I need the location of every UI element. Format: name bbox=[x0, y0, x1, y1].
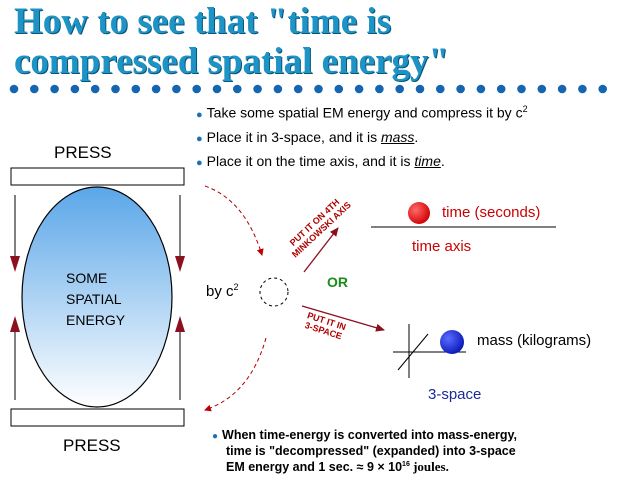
arrow-to-time bbox=[303, 227, 339, 273]
separator-dot bbox=[192, 84, 201, 94]
time-axis-label: time axis bbox=[412, 238, 472, 255]
separator-dot bbox=[172, 84, 181, 94]
separator-dot bbox=[233, 84, 242, 94]
separator-dot bbox=[70, 84, 80, 94]
separator-dot bbox=[496, 84, 506, 94]
compression-arrow-heads bbox=[10, 256, 185, 332]
press-plate-top bbox=[10, 167, 185, 186]
three-space-label: 3-space bbox=[428, 386, 482, 403]
dashed-arrow-bottom bbox=[204, 337, 267, 412]
separator-dot bbox=[476, 84, 486, 94]
mass-sphere-icon bbox=[440, 330, 464, 354]
compression-arrows bbox=[14, 195, 181, 400]
time-sphere-icon bbox=[408, 202, 430, 224]
compressed-energy-circle bbox=[259, 277, 289, 307]
bullet-item-compress: ●Take some spatial EM energy and compres… bbox=[196, 104, 528, 121]
bullet-item-time: ●Place it on the time axis, and it is ti… bbox=[196, 152, 445, 169]
or-label: OR bbox=[327, 274, 348, 290]
separator-dot bbox=[151, 84, 161, 94]
press-label-bottom: PRESS bbox=[63, 436, 121, 455]
bottom-note: ●When time-energy is converted into mass… bbox=[212, 428, 518, 475]
separator-dot bbox=[517, 84, 526, 94]
press-plate-bottom bbox=[10, 408, 185, 427]
title-line-1: How to see that "time is bbox=[14, 1, 392, 42]
by-c-squared-label: by c2 bbox=[206, 282, 239, 300]
bullet-icon: ● bbox=[212, 431, 219, 442]
separator-dot bbox=[50, 84, 59, 94]
separator-dot bbox=[456, 84, 465, 94]
time-seconds-label: time (seconds) bbox=[442, 204, 541, 221]
separator-dot bbox=[9, 84, 19, 94]
separator-dot bbox=[375, 84, 384, 94]
separator-dot bbox=[334, 84, 344, 94]
bullet-item-mass: ●Place it in 3-space, and it is mass. bbox=[196, 128, 419, 145]
bullet-list: ●Take some spatial EM energy and compres… bbox=[196, 98, 616, 174]
bullet-icon: ● bbox=[196, 132, 203, 145]
bullet-icon: ● bbox=[196, 156, 203, 169]
separator-dot bbox=[131, 84, 141, 94]
separator-dot bbox=[273, 84, 283, 94]
press-label-top: PRESS bbox=[54, 143, 112, 162]
separator-dot bbox=[111, 84, 120, 94]
dotted-separator bbox=[9, 84, 607, 94]
separator-dot bbox=[212, 84, 222, 94]
page-title: How to see that "time is compressed spat… bbox=[14, 2, 624, 82]
bullet-icon: ● bbox=[196, 108, 203, 121]
separator-dot bbox=[557, 84, 567, 94]
separator-dot bbox=[354, 84, 364, 94]
dashed-arrow-top bbox=[204, 185, 264, 256]
separator-dot bbox=[436, 84, 445, 94]
mass-kilograms-label: mass (kilograms) bbox=[477, 332, 592, 349]
separator-dot bbox=[253, 84, 262, 94]
arrow-to-space bbox=[301, 305, 385, 332]
separator-dot bbox=[415, 84, 425, 94]
title-line-2: compressed spatial energy" bbox=[14, 41, 450, 82]
separator-dot bbox=[293, 84, 303, 94]
separator-dot bbox=[598, 84, 607, 94]
separator-dot bbox=[395, 84, 405, 94]
separator-dot bbox=[578, 84, 587, 94]
separator-dot bbox=[30, 84, 39, 94]
separator-dot bbox=[537, 84, 547, 94]
spatial-energy-ellipse bbox=[21, 186, 173, 408]
spatial-energy-label: SOME SPATIAL ENERGY bbox=[66, 270, 126, 328]
separator-dot bbox=[314, 84, 323, 94]
separator-dot bbox=[90, 84, 100, 94]
